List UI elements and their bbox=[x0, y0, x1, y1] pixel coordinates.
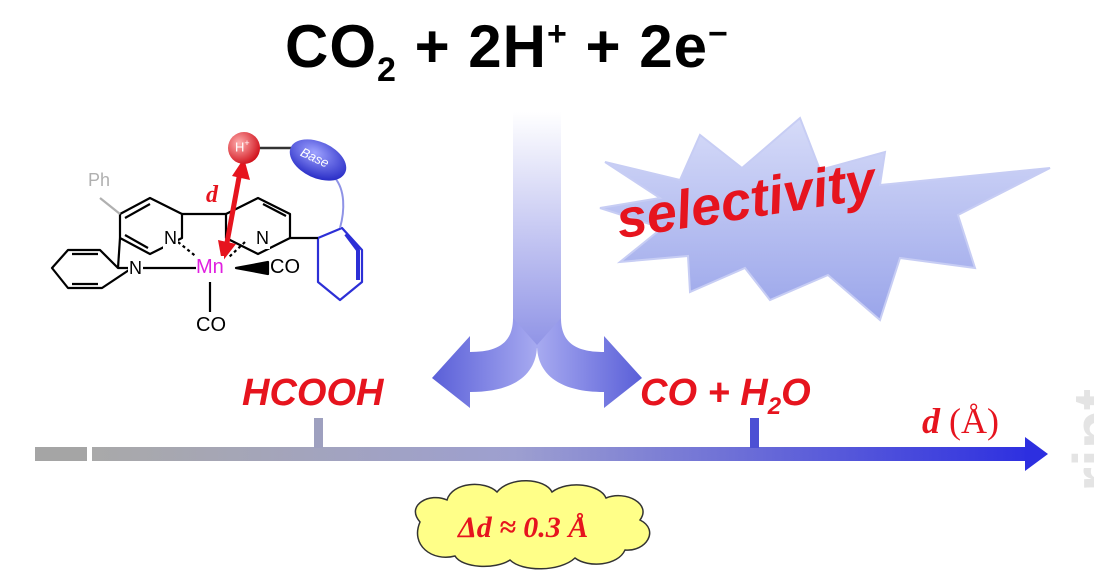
axis-arrowhead bbox=[1025, 437, 1048, 471]
eq-2e: + 2e bbox=[567, 13, 708, 80]
label-co-equatorial: CO bbox=[270, 256, 300, 278]
axis-symbol: d bbox=[922, 401, 940, 441]
split-arrow-stem bbox=[513, 112, 561, 348]
axis-unit: (Å) bbox=[940, 401, 999, 441]
label-co-axial: CO bbox=[196, 314, 226, 336]
label-n-central: N bbox=[163, 228, 178, 249]
axis-tick-co bbox=[750, 418, 759, 448]
eq-co: CO bbox=[285, 13, 377, 80]
reaction-equation: CO2 + 2H+ + 2e− bbox=[285, 12, 729, 90]
base-tether bbox=[334, 177, 345, 229]
product-h2o-subscript: 2 bbox=[767, 393, 782, 420]
bipy-bond bbox=[116, 237, 122, 269]
split-arrow-left bbox=[432, 318, 537, 408]
eq-2h: + 2H bbox=[396, 13, 547, 80]
product-co-h: CO + H bbox=[640, 372, 768, 414]
base-ellipse bbox=[289, 139, 347, 181]
central-pyridine-double-2 bbox=[124, 234, 149, 249]
mn-co-wedge bbox=[234, 260, 270, 276]
left-pyridine-ring bbox=[50, 248, 134, 290]
axis-label: d (Å) bbox=[922, 400, 999, 442]
axis-break-segment bbox=[35, 447, 87, 461]
label-n-left: N bbox=[128, 258, 143, 279]
phenyl-ring bbox=[316, 226, 364, 302]
axis-tick-hcooh bbox=[314, 418, 323, 448]
mn-n-bond-right bbox=[227, 241, 246, 259]
distance-axis bbox=[35, 418, 1048, 471]
central-pyridine-double bbox=[124, 203, 151, 219]
eq-electron-charge: − bbox=[707, 15, 729, 53]
mn-complex-structure bbox=[50, 177, 364, 312]
selectivity-burst bbox=[599, 116, 1051, 322]
label-ph: Ph bbox=[88, 170, 111, 190]
product-hcooh: HCOOH bbox=[242, 372, 384, 414]
product-co-h2o: CO + H2O bbox=[640, 372, 811, 421]
label-h-charge: + bbox=[244, 138, 250, 148]
eq-co2-subscript: 2 bbox=[377, 51, 397, 89]
eq-proton-charge: + bbox=[547, 15, 568, 53]
delta-d-label: Δd ≈ 0.3 Å bbox=[458, 511, 589, 544]
mn-n-bond-center bbox=[177, 241, 199, 259]
watermark-text: ...ript bbox=[1060, 388, 1094, 546]
label-mn: Mn bbox=[196, 256, 224, 279]
label-d: d bbox=[206, 182, 218, 208]
split-arrow-right bbox=[537, 318, 642, 408]
delta-cloud bbox=[414, 480, 651, 570]
proton-sphere bbox=[228, 132, 260, 164]
product-o: O bbox=[781, 372, 811, 414]
right-pyridine-double bbox=[262, 203, 287, 217]
axis-bar bbox=[92, 447, 1032, 461]
label-h: H+ bbox=[235, 138, 250, 154]
split-arrow bbox=[432, 112, 642, 408]
ph-bond bbox=[99, 197, 121, 215]
label-h-symbol: H bbox=[235, 139, 245, 155]
phenyl-bold-edge bbox=[344, 232, 360, 280]
label-n-right: N bbox=[255, 228, 270, 249]
